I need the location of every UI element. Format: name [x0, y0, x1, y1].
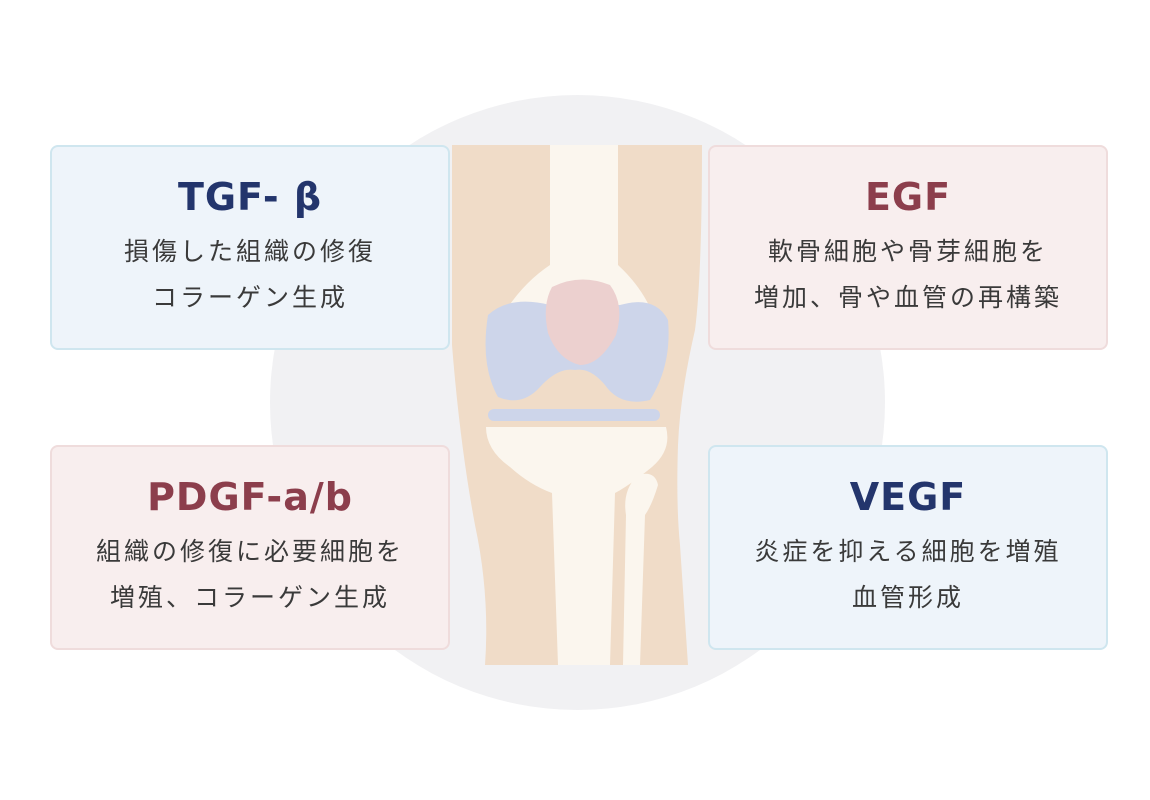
- vegf-card: VEGF 炎症を抑える細胞を増殖 血管形成: [708, 445, 1108, 650]
- meniscus: [488, 409, 660, 421]
- knee-joint-illustration: [452, 145, 702, 665]
- card-description-line: 増殖、コラーゲン生成: [109, 582, 390, 612]
- tgf-beta-card: TGF- β 損傷した組織の修復 コラーゲン生成: [50, 145, 450, 350]
- card-description-line: 組織の修復に必要細胞を: [95, 536, 404, 566]
- pdgf-card: PDGF-a/b 組織の修復に必要細胞を 増殖、コラーゲン生成: [50, 445, 450, 650]
- card-description-line: 血管形成: [851, 582, 964, 612]
- tibia: [486, 427, 668, 665]
- card-description-line: コラーゲン生成: [151, 282, 348, 312]
- card-title: PDGF-a/b: [147, 474, 353, 519]
- card-title: VEGF: [849, 474, 967, 519]
- card-title: TGF- β: [177, 174, 323, 219]
- card-description-line: 損傷した組織の修復: [123, 236, 376, 266]
- fibula: [623, 473, 658, 665]
- card-description-line: 炎症を抑える細胞を増殖: [754, 536, 1062, 566]
- card-description-line: 増加、骨や血管の再構築: [753, 282, 1062, 312]
- card-description-line: 軟骨細胞や骨芽細胞を: [767, 236, 1048, 266]
- femur: [500, 145, 655, 320]
- egf-card: EGF 軟骨細胞や骨芽細胞を 増加、骨や血管の再構築: [708, 145, 1108, 350]
- card-title: EGF: [864, 174, 952, 219]
- patella: [545, 279, 620, 365]
